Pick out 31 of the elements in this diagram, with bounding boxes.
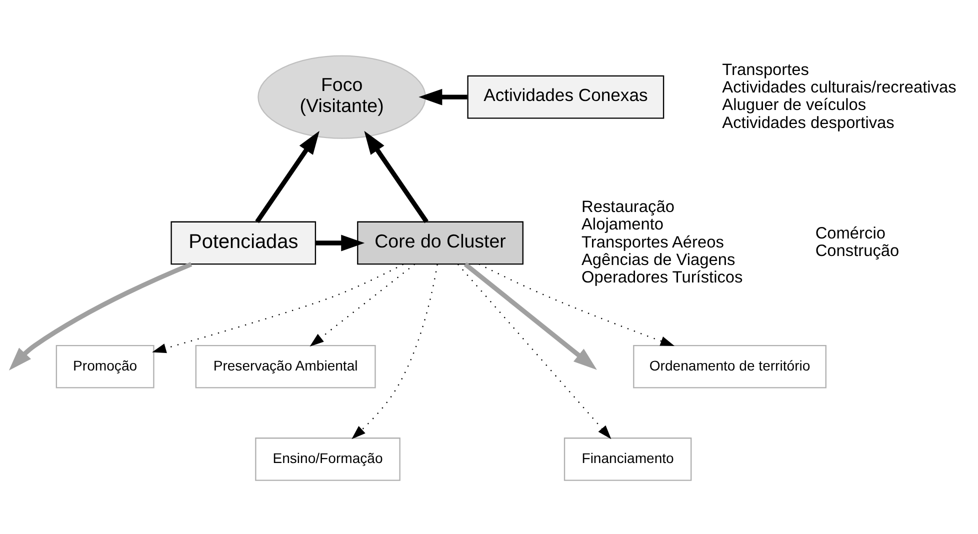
node-box: Financiamento: [564, 438, 692, 481]
node-box: Promoção: [56, 344, 154, 388]
node-label: Comércio: [815, 224, 886, 243]
node-label: Actividades desportivas: [722, 114, 894, 132]
node-box: Actividades Conexas: [467, 75, 664, 119]
node-box: Ensino/Formação: [255, 438, 400, 481]
node-label: Transportes Aéreos: [582, 233, 724, 252]
node-label: Restauração: [582, 198, 674, 216]
arrow: [457, 264, 612, 440]
node-label: Aluguer de veículos: [722, 96, 866, 114]
node-box: Potenciadas: [170, 221, 316, 265]
node-label: Transportes: [722, 61, 809, 80]
node-label: Alojamento: [582, 216, 664, 234]
arrow: [464, 262, 597, 370]
node-box: Preservação Ambiental: [195, 344, 376, 388]
node-label: Operadores Turísticos: [582, 268, 743, 286]
arrow: [316, 234, 365, 252]
arrow: [352, 264, 438, 440]
arrow: [478, 264, 675, 346]
node-label: Construção: [815, 242, 900, 260]
arrow: [152, 264, 404, 354]
arrow: [310, 264, 416, 346]
arrow: [8, 262, 192, 370]
arrow: [364, 130, 428, 224]
node-label: Actividades culturais/recreativas: [722, 78, 956, 97]
node-box: Ordenamento de território: [633, 344, 826, 388]
arrow: [255, 130, 320, 224]
node-label: Agências de Viagens: [582, 250, 736, 269]
node-box: Core do Cluster: [357, 221, 524, 265]
arrow: [418, 88, 468, 106]
node-ellipse: Foco (Visitante): [258, 55, 426, 139]
